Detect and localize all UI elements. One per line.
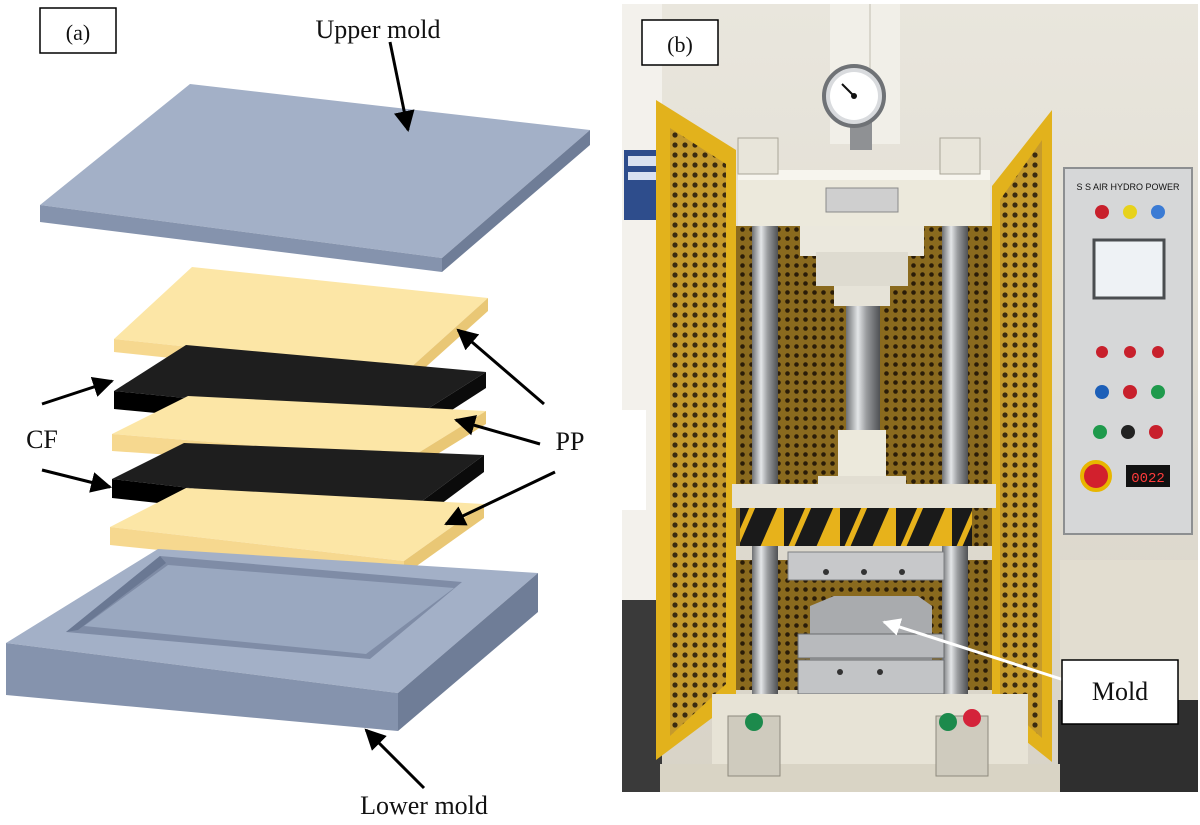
cf-arrow-upper xyxy=(41,376,114,406)
pp-arrow-bottom xyxy=(444,470,556,526)
mold-arrow xyxy=(882,618,1065,682)
panel-b-tag: (b) xyxy=(667,32,693,57)
mold-in-press xyxy=(787,551,945,695)
pp-arrow-top xyxy=(456,328,545,406)
mold-label-box xyxy=(1061,659,1179,725)
upper-mold-label: Upper mold xyxy=(316,15,441,44)
counter-display: 0022 xyxy=(1131,471,1165,487)
lower-mold-label: Lower mold xyxy=(360,791,488,820)
lower-mold xyxy=(6,549,538,731)
mold-label: Mold xyxy=(1092,677,1148,706)
cf-arrow-lower xyxy=(41,468,113,493)
emergency-stop-icon xyxy=(1080,460,1112,492)
pp-label: PP xyxy=(556,427,585,456)
pressure-gauge xyxy=(822,64,886,128)
cf-label: CF xyxy=(26,425,58,454)
panel-a-tag: (a) xyxy=(66,20,90,45)
panel-a: (a) xyxy=(6,7,590,820)
upper-mold-arrow xyxy=(388,41,415,133)
panel-b-tag-box xyxy=(641,19,719,66)
panel-a-tag-box xyxy=(39,7,117,54)
control-panel: S S AIR HYDRO POWER 0022 xyxy=(1063,167,1193,535)
counter-display-box xyxy=(1126,465,1170,487)
panel-b: S S AIR HYDRO POWER 0022 (b) Mold xyxy=(622,4,1198,792)
hmi-screen xyxy=(1092,238,1166,300)
pp-arrow-middle xyxy=(453,415,541,446)
annotation-arrows xyxy=(41,41,556,790)
hazard-stripe-bar xyxy=(740,508,972,546)
safety-guard-left xyxy=(656,100,736,760)
upper-mold xyxy=(40,84,590,272)
control-panel-title: S S AIR HYDRO POWER xyxy=(1076,182,1180,192)
safety-guard-right xyxy=(992,110,1052,762)
lower-mold-arrow xyxy=(364,728,426,790)
